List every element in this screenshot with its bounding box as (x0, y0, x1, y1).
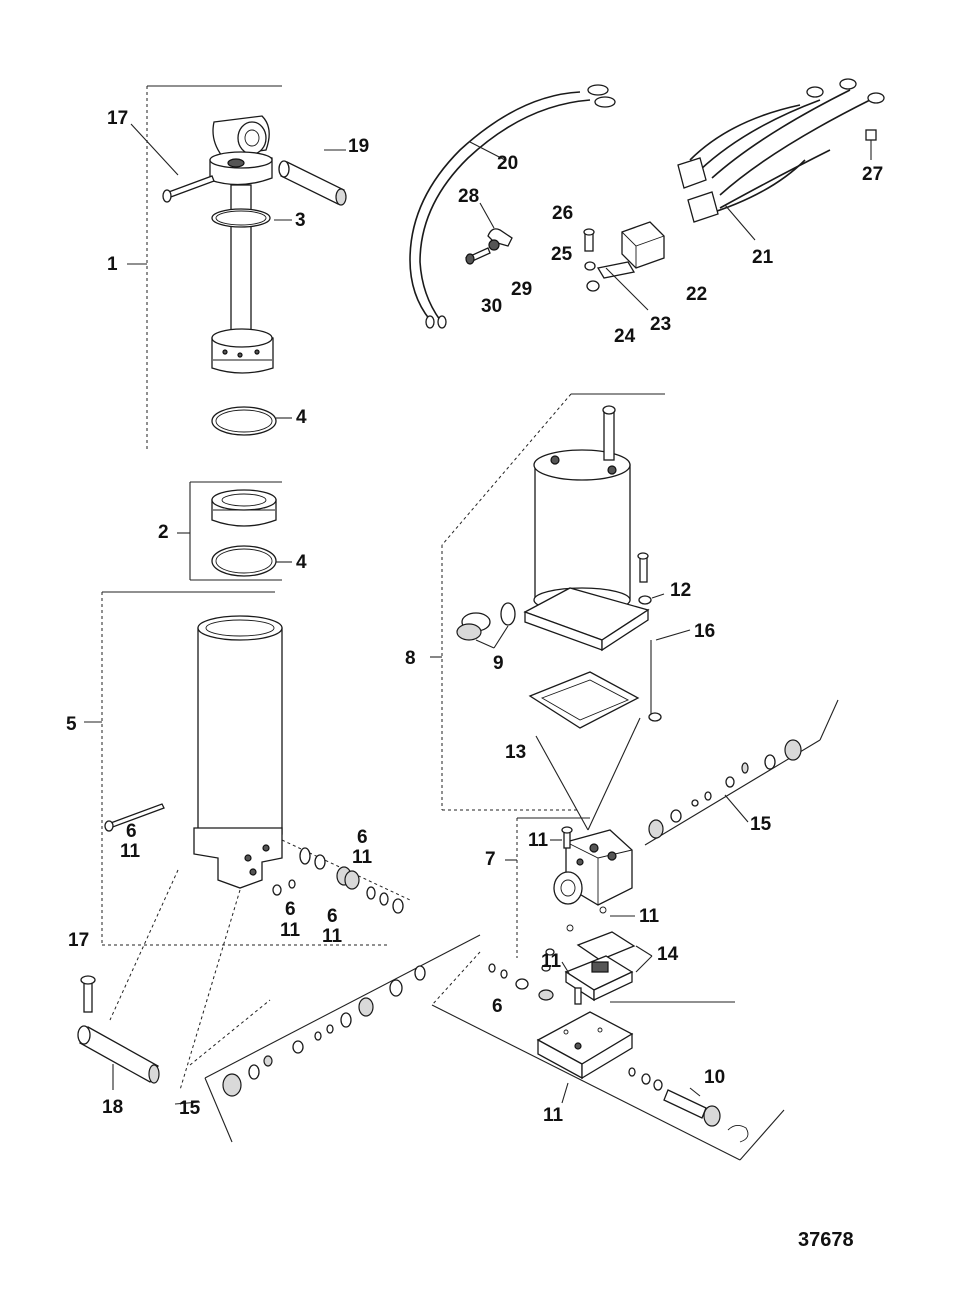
callout-6-right-top: 6 (357, 827, 368, 848)
callout-17-bottom: 17 (68, 930, 89, 951)
valve-stack-10 (628, 1067, 749, 1143)
callout-11-pump-mid: 11 (639, 906, 660, 927)
screw-17-bottom (80, 975, 96, 1013)
callout-6-lower: 6 (492, 996, 503, 1017)
callout-6-center: 6 (285, 899, 296, 920)
base-plate (536, 1011, 634, 1080)
dash-connectors-left (109, 869, 271, 1091)
trim-ram-rod (209, 115, 274, 374)
callout-30: 30 (481, 296, 502, 317)
callout-25: 25 (551, 244, 573, 265)
callout-14: 14 (657, 944, 679, 965)
callout-4-lower: 4 (296, 552, 307, 573)
callout-17-top: 17 (107, 108, 128, 129)
o-ring-3 (211, 208, 271, 228)
pump-body (553, 826, 633, 932)
group-7-bracket (516, 817, 590, 958)
pin-19 (278, 160, 347, 206)
callout-18: 18 (102, 1097, 123, 1118)
callout-6-right: 6 (327, 906, 338, 927)
callout-11-center: 11 (280, 920, 301, 941)
valve-stack-15-upper (644, 699, 839, 846)
harness-21 (677, 78, 885, 241)
valve-stack-15-lower (174, 934, 481, 1143)
callout-3: 3 (295, 210, 306, 231)
small-parts-6-lower (488, 963, 554, 1001)
callout-6-left: 6 (126, 821, 137, 842)
callout-15-lower: 15 (179, 1098, 201, 1119)
callout-11-pump-top: 11 (528, 830, 549, 851)
callout-7: 7 (485, 849, 496, 870)
callout-11-left: 11 (120, 841, 141, 862)
group-2-bracket (189, 481, 282, 581)
callout-15-upper: 15 (750, 814, 772, 835)
valve-stack-right (272, 839, 411, 914)
o-ring-4-upper (211, 406, 277, 436)
callout-11-right: 11 (322, 926, 343, 947)
callout-21: 21 (752, 247, 774, 268)
leader-lines (84, 123, 749, 1104)
trim-cylinder (193, 615, 283, 889)
figure-number: 37678 (798, 1229, 854, 1251)
callout-9: 9 (493, 653, 504, 674)
group-5-bracket (101, 591, 390, 946)
callout-23: 23 (650, 314, 671, 335)
callout-28: 28 (458, 186, 479, 207)
pin-18 (77, 1025, 160, 1090)
callout-24: 24 (614, 326, 636, 347)
pump-motor (523, 405, 650, 652)
callout-8: 8 (405, 648, 416, 669)
group-11-bracket (431, 951, 785, 1161)
callout-16: 16 (694, 621, 715, 642)
callout-27: 27 (862, 164, 883, 185)
harness-20 (409, 84, 616, 329)
callout-4-upper: 4 (296, 407, 307, 428)
check-valve-left (104, 803, 165, 832)
callout-10: 10 (704, 1067, 725, 1088)
connector-27 (865, 129, 877, 160)
callout-22: 22 (686, 284, 707, 305)
callout-11-pump-low: 11 (541, 951, 562, 972)
callout-13: 13 (505, 742, 526, 763)
relay-hardware-22-26 (583, 221, 665, 311)
o-ring-4-lower (211, 545, 277, 577)
callout-11-bottom: 11 (543, 1105, 564, 1126)
callout-19: 19 (348, 136, 369, 157)
group-1-bracket (146, 85, 282, 452)
callout-20: 20 (497, 153, 518, 174)
clamp-28-29-30 (465, 202, 513, 265)
end-cap (211, 489, 277, 527)
gasket-13 (528, 671, 641, 831)
callout-11-right-top: 11 (352, 847, 373, 868)
group-8-bracket (441, 393, 665, 811)
manifold-cover-14 (541, 931, 653, 1005)
callout-2: 2 (158, 522, 169, 543)
callout-1: 1 (107, 254, 118, 275)
callout-26: 26 (552, 203, 573, 224)
motor-hardware-9-12-16 (456, 552, 662, 722)
screw-17-top (162, 175, 215, 203)
callout-29: 29 (511, 279, 532, 300)
callout-5: 5 (66, 714, 77, 735)
callout-12: 12 (670, 580, 691, 601)
